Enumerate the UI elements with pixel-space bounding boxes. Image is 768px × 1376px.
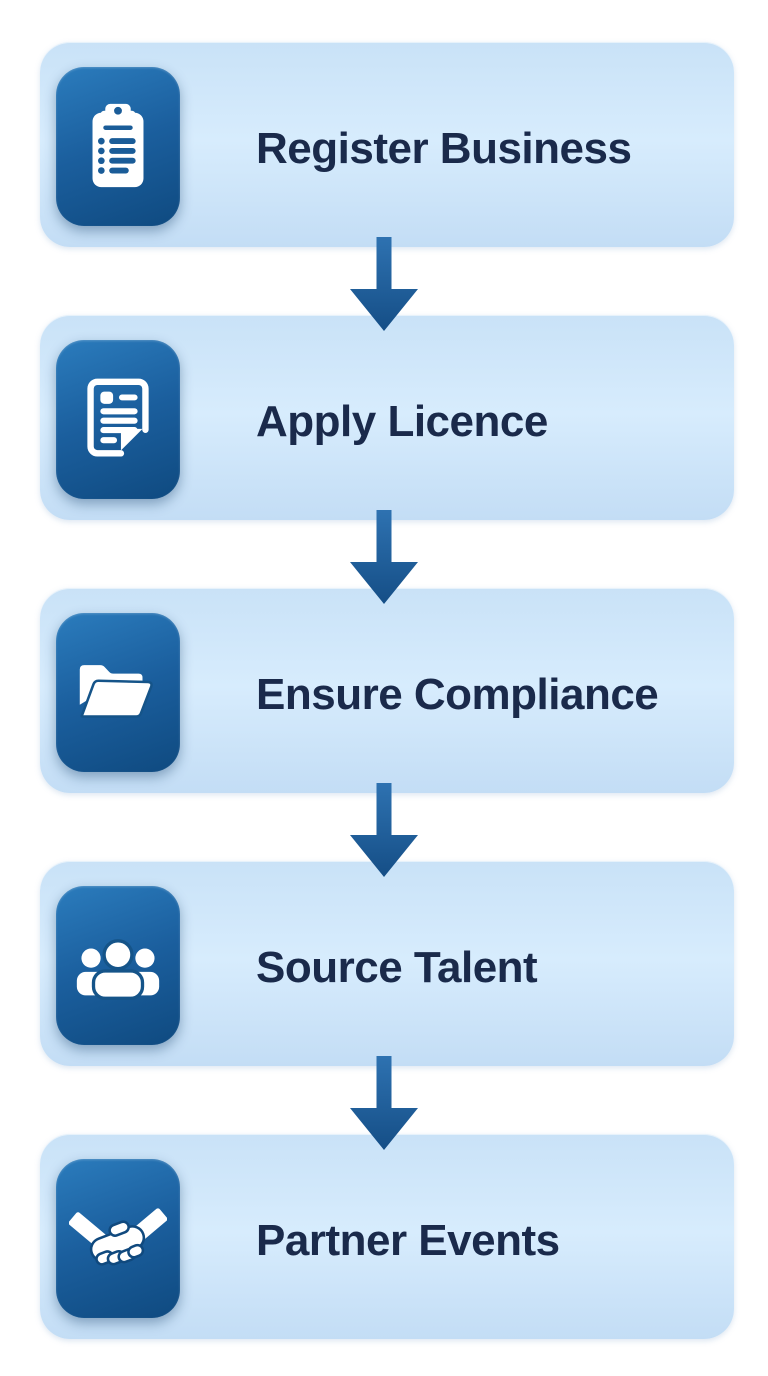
handshake-icon: [69, 1207, 167, 1266]
step-label: Source Talent: [256, 942, 538, 992]
people-group-icon: [76, 938, 160, 1000]
folder-open-icon: [79, 664, 153, 718]
step-card-apply-licence: Apply Licence: [40, 315, 734, 520]
down-arrow-icon: [350, 783, 418, 877]
step-label: Partner Events: [256, 1215, 560, 1265]
icon-tile: [56, 67, 180, 226]
step-label: Register Business: [256, 123, 632, 173]
step-card-partner-events: Partner Events: [40, 1134, 734, 1339]
icon-tile: [56, 340, 180, 499]
clipboard-list-icon: [92, 103, 144, 187]
icon-tile: [56, 613, 180, 772]
document-icon: [87, 378, 149, 457]
down-arrow-icon: [350, 237, 418, 331]
step-label: Ensure Compliance: [256, 669, 659, 719]
down-arrow-icon: [350, 510, 418, 604]
step-card-source-talent: Source Talent: [40, 861, 734, 1066]
step-card-register-business: Register Business: [40, 42, 734, 247]
icon-tile: [56, 1159, 180, 1318]
step-label: Apply Licence: [256, 396, 548, 446]
down-arrow-icon: [350, 1056, 418, 1150]
step-card-ensure-compliance: Ensure Compliance: [40, 588, 734, 793]
icon-tile: [56, 886, 180, 1045]
